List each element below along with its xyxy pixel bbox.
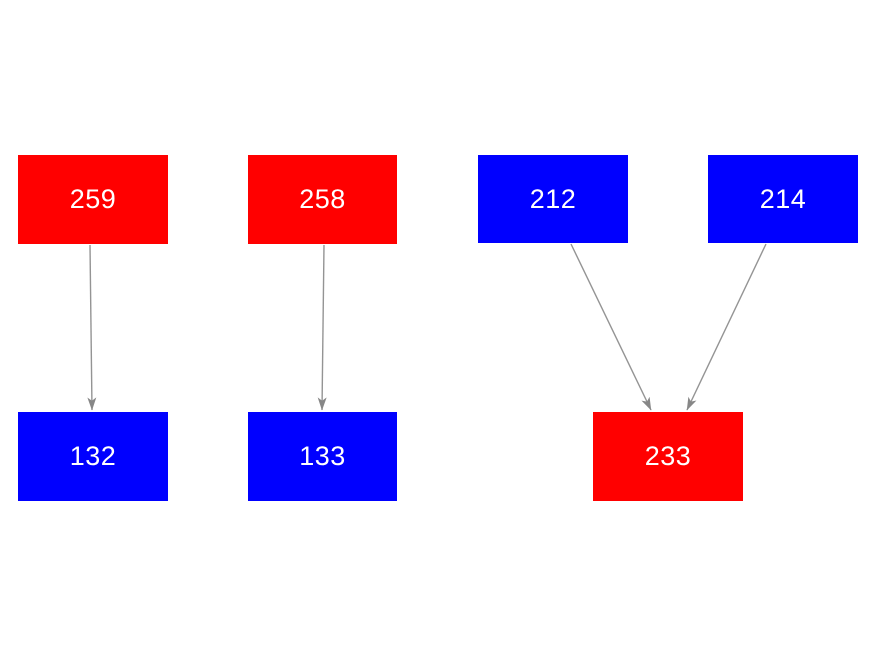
- edge-212-to-233: [570, 243, 652, 411]
- node-259[interactable]: 259: [18, 155, 168, 244]
- node-label-233: 233: [644, 441, 692, 471]
- node-label-214: 214: [759, 183, 807, 214]
- node-label-133: 133: [299, 441, 346, 471]
- node-132[interactable]: 132: [18, 412, 168, 501]
- node-label-212: 212: [529, 183, 577, 214]
- node-label-259: 259: [69, 184, 117, 214]
- node-label-132: 132: [69, 441, 117, 471]
- node-212[interactable]: 212: [478, 155, 628, 243]
- node-214[interactable]: 214: [708, 155, 858, 243]
- node-233[interactable]: 233: [593, 412, 743, 501]
- node-label-258: 258: [299, 184, 346, 214]
- edge-258-to-133: [317, 244, 327, 411]
- edge-259-to-132: [87, 244, 97, 411]
- edge-group: [87, 243, 767, 411]
- node-133[interactable]: 133: [248, 412, 397, 501]
- node-258[interactable]: 258: [248, 155, 397, 244]
- edge-214-to-233: [686, 243, 767, 411]
